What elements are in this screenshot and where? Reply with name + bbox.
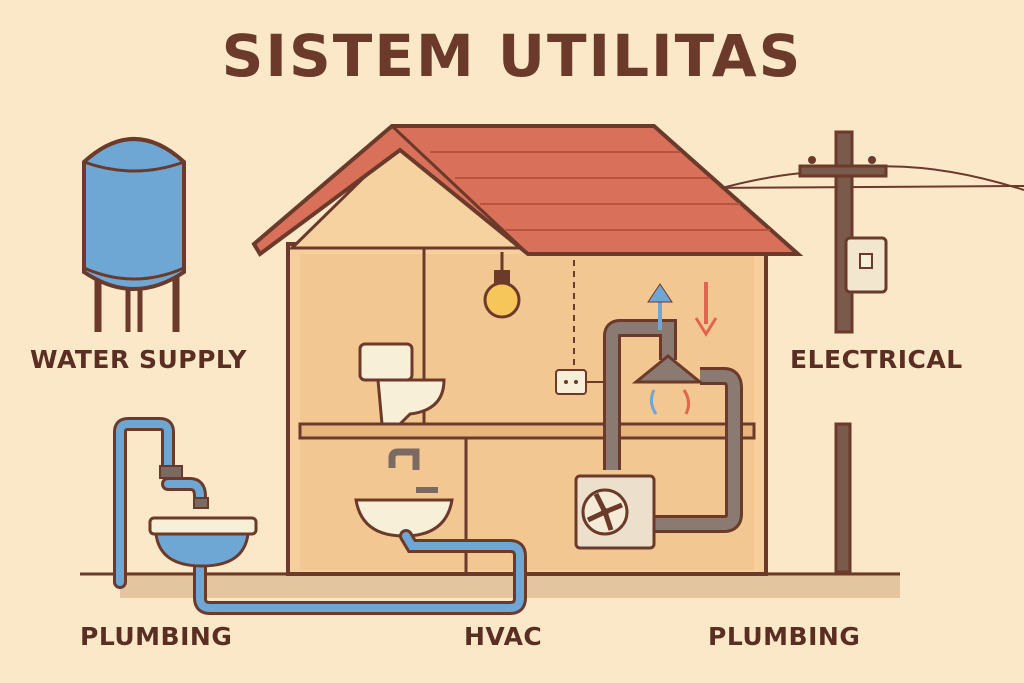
airflow-arrows-icon [647,282,718,415]
toilet-icon [358,342,446,426]
light-bulb-icon [483,252,521,319]
power-pole-icon [699,130,1024,574]
label-water-supply: WATER SUPPLY [30,345,248,374]
ac-unit-icon [574,474,656,550]
bathroom-sink-icon [354,448,454,538]
electrical-outlet-icon [555,260,608,395]
label-plumbing-left: PLUMBING [80,622,233,651]
hvac-duct [603,319,743,533]
diagram-title: SISTEM UTILITAS [221,22,803,90]
water-pipe [113,417,527,615]
label-electrical: ELECTRICAL [790,345,963,374]
label-hvac: HVAC [464,622,543,651]
water-tank-icon [82,137,186,332]
house-icon [251,124,804,576]
vent-hood-icon [631,354,705,384]
kitchen-sink-icon [148,465,258,568]
ground [80,572,900,598]
label-plumbing-right: PLUMBING [708,622,861,651]
